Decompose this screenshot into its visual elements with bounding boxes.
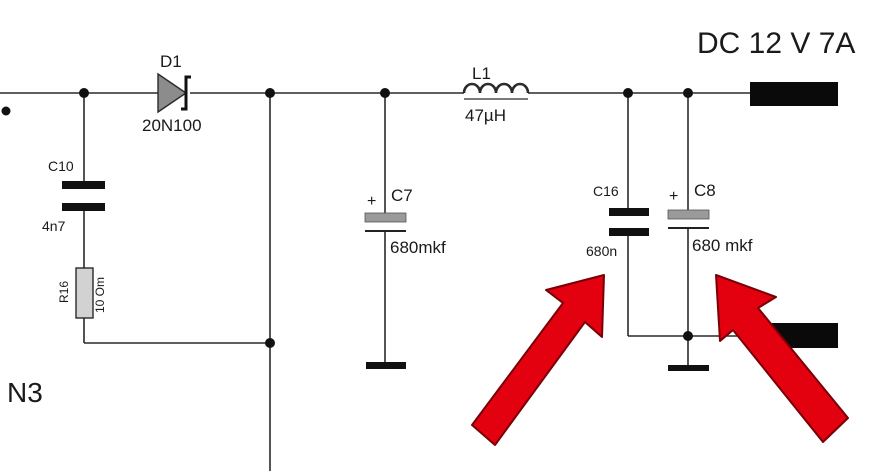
capacitor-c7: + C7 680mkf: [364, 186, 446, 257]
c10-plate-top: [62, 181, 105, 189]
capacitor-c8: + C8 680 mkf: [667, 181, 753, 255]
c16-value-label: 680n: [586, 243, 617, 259]
inductor-coil: [462, 82, 530, 94]
r16-value-label: 10 Om: [93, 277, 107, 313]
r16-body: [75, 267, 94, 319]
c8-value-label: 680 mkf: [692, 236, 753, 255]
annotation-arrows: [471, 274, 849, 446]
diode-cathode-bar: [181, 75, 191, 111]
diode-body: [157, 72, 188, 114]
c8-plate-positive: [667, 209, 710, 220]
d1-ref-label: D1: [160, 52, 182, 71]
c10-plate-bottom: [62, 203, 105, 211]
c10-ref-label: C10: [48, 158, 74, 174]
capacitor-c16: C16 680n: [586, 183, 649, 259]
c7-ref-label: C7: [391, 186, 413, 205]
c7-polarity-label: +: [367, 193, 376, 210]
c8-ref-label: C8: [694, 181, 716, 200]
junction-dot: [623, 88, 633, 98]
r16-ref-label: R16: [57, 281, 71, 303]
c7-value-label: 680mkf: [390, 238, 446, 257]
red-arrow-c8: [715, 274, 849, 443]
c8-polarity-label: +: [669, 188, 678, 205]
c7-plate-negative: [365, 230, 406, 232]
junction-dot: [265, 338, 275, 348]
junction-dot: [683, 88, 693, 98]
c7-plate-positive: [364, 212, 407, 223]
junction-dot: [265, 88, 275, 98]
ground-symbol-c7: [366, 362, 406, 369]
ground-symbol-c8: [668, 365, 709, 371]
wires: [0, 92, 760, 471]
junctions: [1, 88, 693, 348]
red-arrow-c16: [471, 274, 605, 446]
c16-plate-bottom: [609, 228, 649, 236]
capacitor-c10: C10 4n7: [42, 158, 105, 234]
junction-dot: [79, 88, 89, 98]
junction-dot: [380, 88, 390, 98]
c16-plate-top: [609, 208, 649, 216]
l1-value-label: 47µH: [465, 106, 506, 125]
diode-d1: D1 20N100: [142, 52, 202, 135]
c8-plate-negative: [668, 227, 709, 229]
junction-dot: [1, 106, 11, 116]
net-label: N3: [7, 377, 43, 408]
c16-ref-label: C16: [593, 183, 619, 199]
junction-dot: [683, 331, 693, 341]
output-voltage-label: DC 12 V 7A: [697, 27, 855, 60]
c10-value-label: 4n7: [42, 218, 66, 234]
l1-ref-label: L1: [472, 64, 491, 83]
resistor-r16: R16 10 Om: [57, 267, 107, 319]
d1-value-label: 20N100: [142, 116, 202, 135]
output-terminal-positive: [750, 82, 838, 106]
inductor-l1: L1 47µH: [462, 64, 530, 125]
